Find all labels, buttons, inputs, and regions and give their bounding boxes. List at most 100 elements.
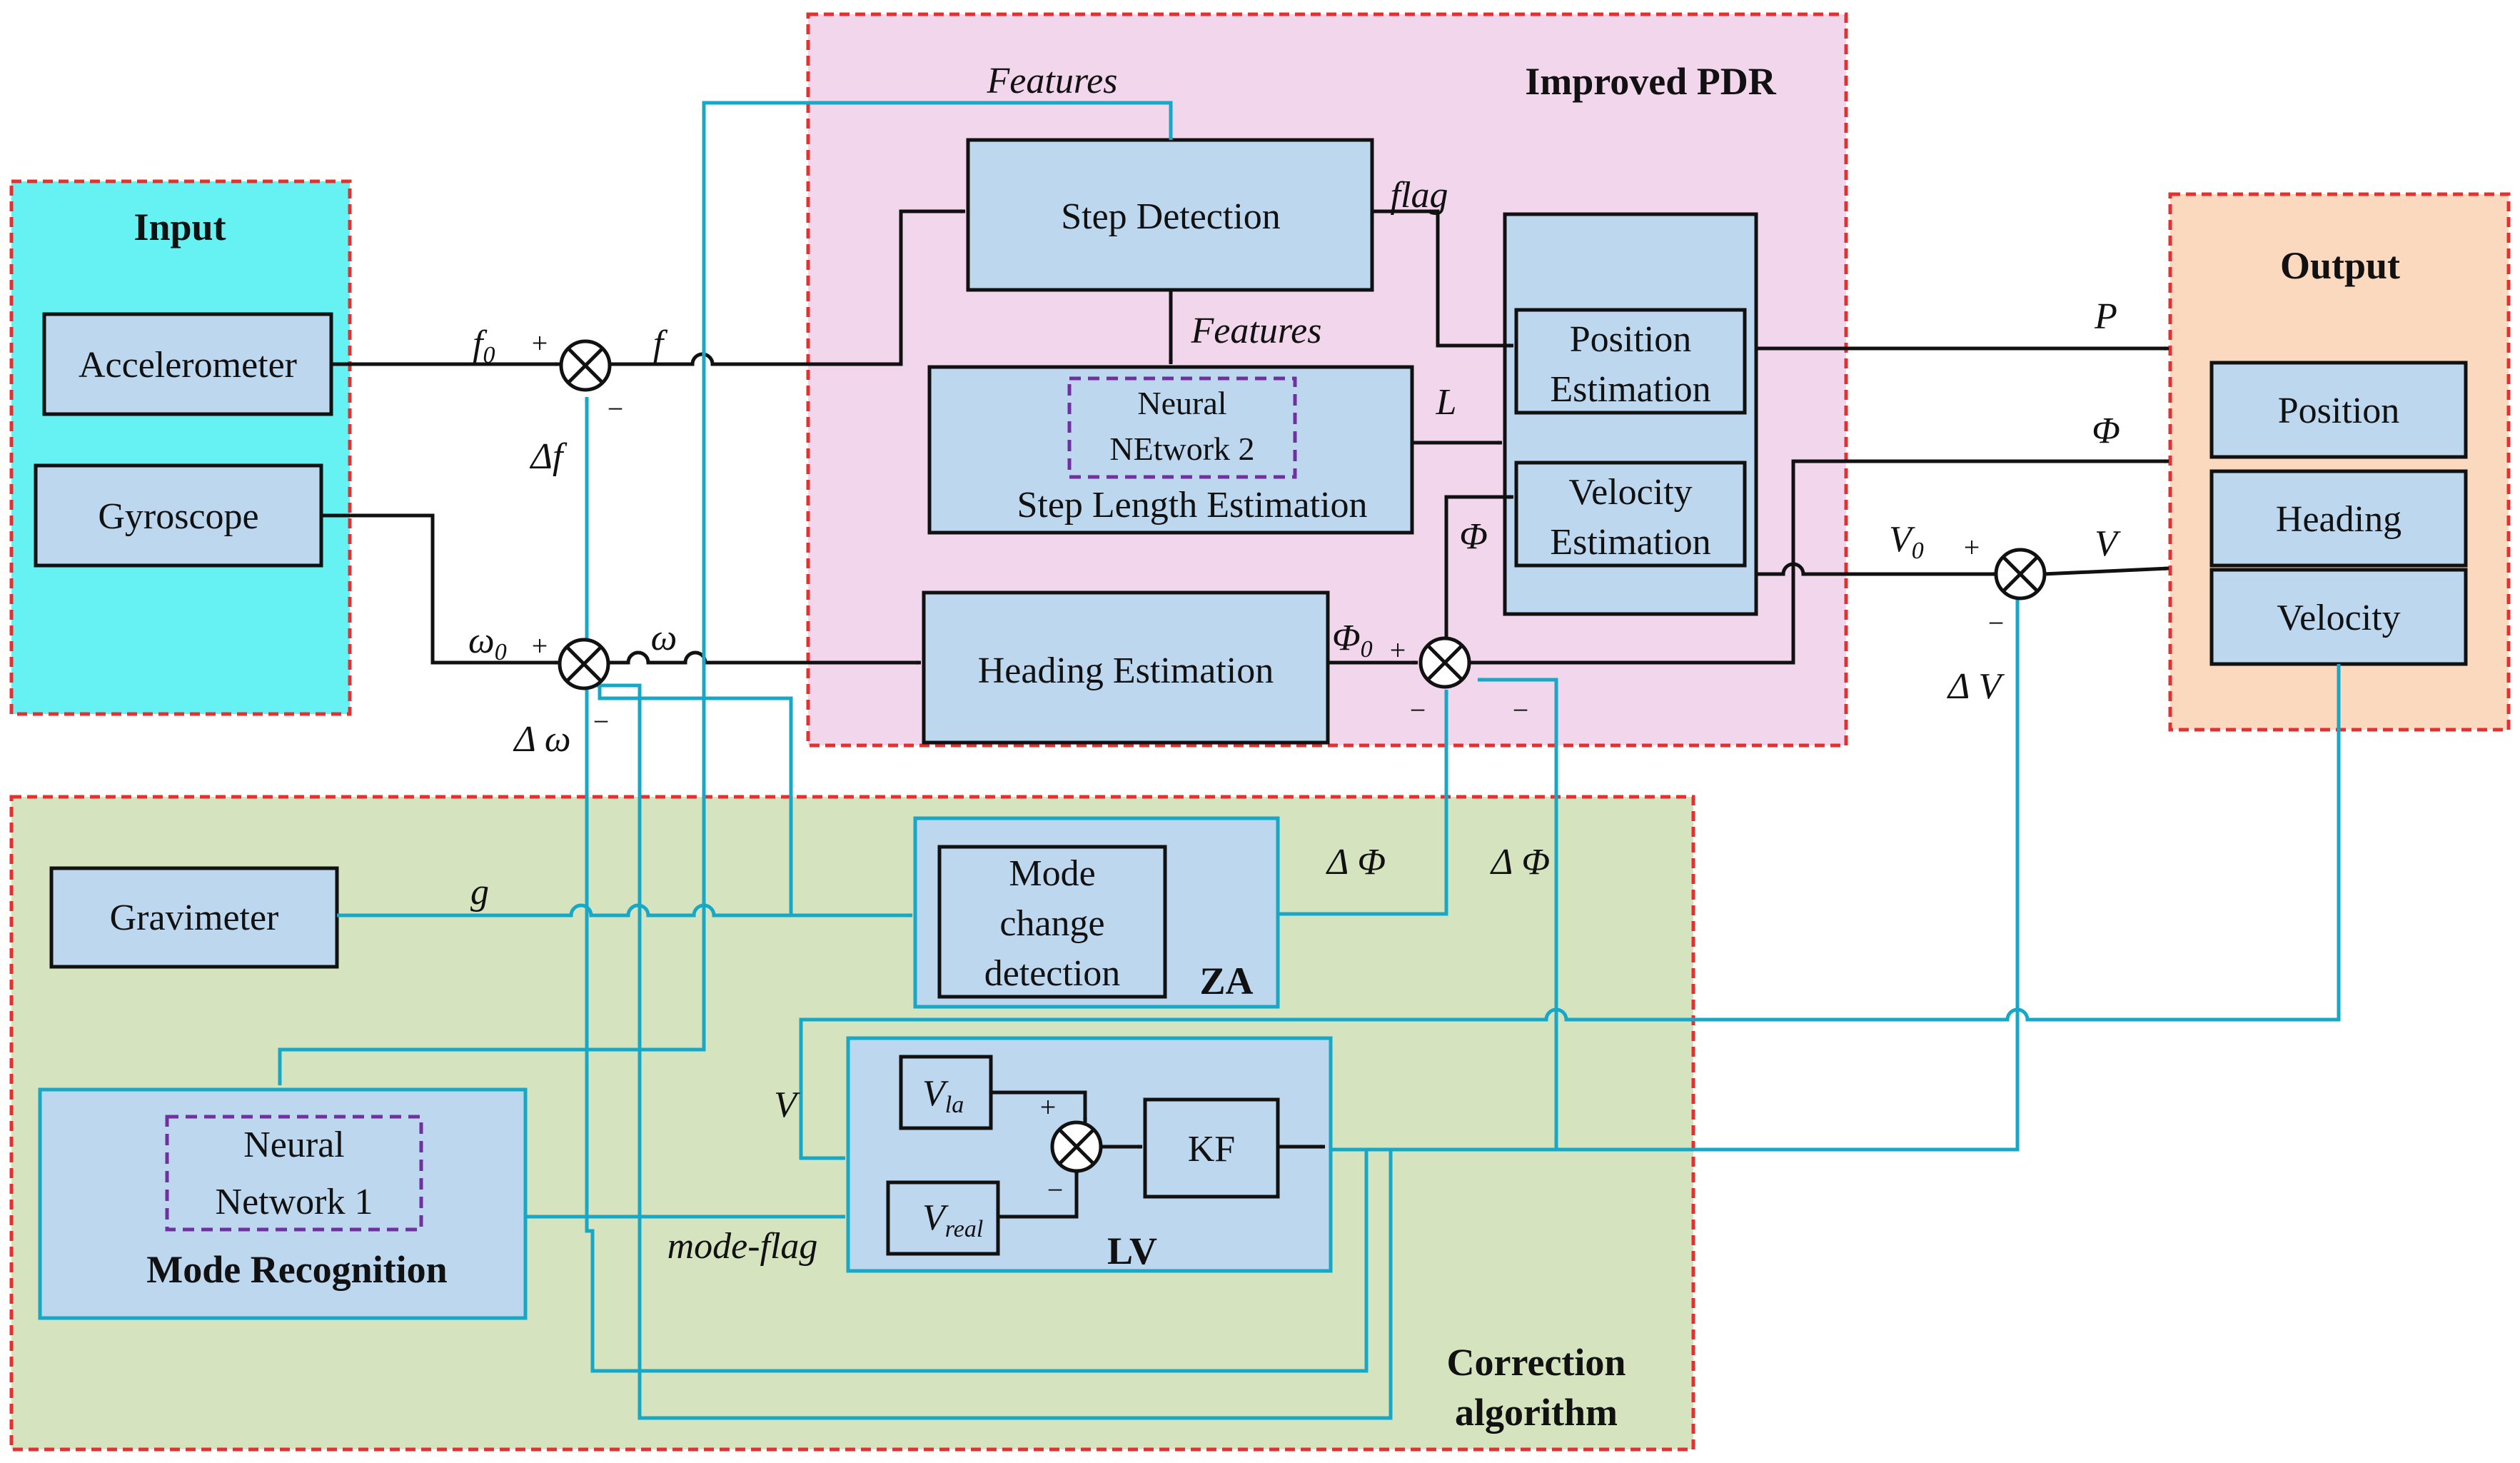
- omega-label: ω: [651, 618, 677, 658]
- za-block: Mode change detection ZA: [913, 816, 1280, 1009]
- sign-plus-lv: +: [1040, 1091, 1057, 1123]
- sign-plus-heading: +: [1390, 634, 1406, 666]
- kf-to-delta-phi-2-line: [1477, 678, 1558, 1150]
- omega-line: [608, 650, 922, 665]
- output-heading-block: Heading: [2209, 469, 2468, 568]
- V-feedback-label: V: [774, 1085, 800, 1125]
- black-signal-lines: [321, 209, 2169, 1219]
- neural-network-2-label-2: NEtwork 2: [1109, 431, 1254, 467]
- sign-minus-omega: −: [593, 705, 610, 738]
- velocity-feedback-line: [799, 664, 2341, 1160]
- sign-plus-velocity: +: [1964, 531, 1980, 563]
- omega-to-za-line: [598, 684, 793, 915]
- kf-to-delta-v-line: [1331, 598, 2020, 1152]
- V0-label: V0: [1889, 519, 1924, 564]
- sum-junction-f: [559, 339, 612, 392]
- g-label: g: [470, 872, 489, 913]
- gyroscope-block: Gyroscope: [34, 463, 323, 568]
- sign-minus-lv: −: [1047, 1174, 1064, 1206]
- neural-network-2-box: [1067, 376, 1297, 479]
- blue-feedback-lines: [278, 101, 2341, 1420]
- sum-junction-lv: [1050, 1120, 1103, 1173]
- delta-V-label: Δ V: [1947, 666, 2005, 707]
- step-detection-block: Step Detection: [966, 138, 1374, 292]
- input-group-title: Input: [133, 206, 226, 248]
- gyro-line: [321, 513, 560, 665]
- velocity-estimation-block: [1514, 461, 1747, 568]
- flag-line: [1372, 209, 1514, 348]
- sum-junction-heading: [1418, 636, 1471, 689]
- mode-flag-label: mode-flag: [667, 1226, 818, 1267]
- delta-phi-1-label: Δ Φ: [1326, 842, 1386, 883]
- sign-minus-heading-1: −: [1410, 694, 1426, 726]
- vreal-block: [886, 1180, 1000, 1256]
- vreal-label: Vreal: [922, 1197, 983, 1242]
- gravimeter-block: Gravimeter: [49, 866, 339, 969]
- lv-label: LV: [1107, 1230, 1157, 1272]
- features-mid-label: Features: [1191, 311, 1322, 351]
- output-group-title: Output: [2280, 244, 2400, 287]
- output-velocity-block: Velocity: [2209, 568, 2468, 666]
- delta-phi-1-line: [1278, 689, 1448, 916]
- P-label: P: [2094, 296, 2117, 337]
- estimation-container: Position Estimation Velocity Estimation: [1503, 212, 1758, 616]
- phi-out-label: Φ: [2092, 411, 2120, 451]
- L-label: L: [1436, 382, 1457, 423]
- V-out-label: V: [2095, 523, 2121, 564]
- V0-line: [1756, 562, 1998, 576]
- sign-minus-heading-2: −: [1513, 694, 1529, 726]
- delta-f-loop-line: [585, 396, 1369, 1373]
- neural-network-1-box: [165, 1115, 423, 1232]
- f0-label: f0: [473, 323, 495, 368]
- gravimeter-label: Gravimeter: [110, 898, 279, 938]
- step-length-label: Step Length Estimation: [1017, 485, 1367, 526]
- position-estimation-label-2: Estimation: [1550, 369, 1710, 410]
- V-line: [2042, 566, 2169, 576]
- neural-network-1-label: Neural: [243, 1125, 344, 1165]
- vla-label: Vla: [922, 1073, 964, 1118]
- heading-estimation-label: Heading Estimation: [978, 650, 1274, 691]
- kf-label: KF: [1188, 1129, 1235, 1170]
- mode-change-label-3: detection: [984, 953, 1121, 994]
- gyroscope-label: Gyroscope: [98, 496, 258, 537]
- flag-label: flag: [1391, 175, 1448, 216]
- accelerometer-block: Accelerometer: [42, 312, 333, 416]
- mode-change-label: Mode: [1009, 853, 1095, 894]
- output-position-label: Position: [2278, 391, 2400, 431]
- output-velocity-label: Velocity: [2277, 598, 2400, 638]
- sign-plus-f: +: [532, 327, 548, 359]
- step-detection-label: Step Detection: [1061, 196, 1281, 237]
- omega0-label: ω0: [468, 620, 507, 665]
- lv-block: Vla Vreal KF LV: [846, 1036, 1333, 1273]
- sign-minus-velocity: −: [1988, 607, 2005, 639]
- sign-plus-omega: +: [532, 630, 548, 662]
- sum-junction-velocity: [1994, 548, 2047, 600]
- neural-network-1-label-2: Network 1: [216, 1182, 373, 1222]
- mode-recognition-block: Neural Network 1 Mode Recognition: [38, 1087, 528, 1320]
- delta-omega-label: Δ ω: [513, 719, 570, 760]
- correction-group-title-2: algorithm: [1455, 1391, 1618, 1434]
- velocity-estimation-label: Velocity: [1568, 472, 1692, 513]
- output-position-block: Position: [2209, 361, 2468, 459]
- delta-phi-2-label: Δ Φ: [1490, 842, 1550, 883]
- delta-omega-loop-line: [586, 683, 1393, 1420]
- features-feedback-line: [278, 101, 1173, 1086]
- sum-junction-omega: [558, 638, 610, 690]
- correction-group-title: Correction: [1447, 1341, 1626, 1384]
- vreal-line: [998, 1169, 1079, 1219]
- output-heading-label: Heading: [2276, 499, 2401, 540]
- vla-block: [899, 1055, 993, 1130]
- phi-to-velocity-line: [1444, 495, 1514, 640]
- accelerometer-label: Accelerometer: [79, 345, 297, 386]
- vla-line: [991, 1090, 1087, 1123]
- neural-network-2-label: Neural: [1137, 385, 1226, 421]
- delta-f-label: Δf: [530, 436, 568, 477]
- sign-minus-f: −: [608, 393, 624, 425]
- f-label: f: [653, 323, 668, 364]
- kf-block: [1143, 1097, 1280, 1199]
- velocity-estimation-label-2: Estimation: [1550, 522, 1710, 563]
- pdr-group-title: Improved PDR: [1525, 60, 1777, 103]
- position-estimation-block: [1514, 308, 1747, 415]
- heading-estimation-block: Heading Estimation: [922, 590, 1330, 745]
